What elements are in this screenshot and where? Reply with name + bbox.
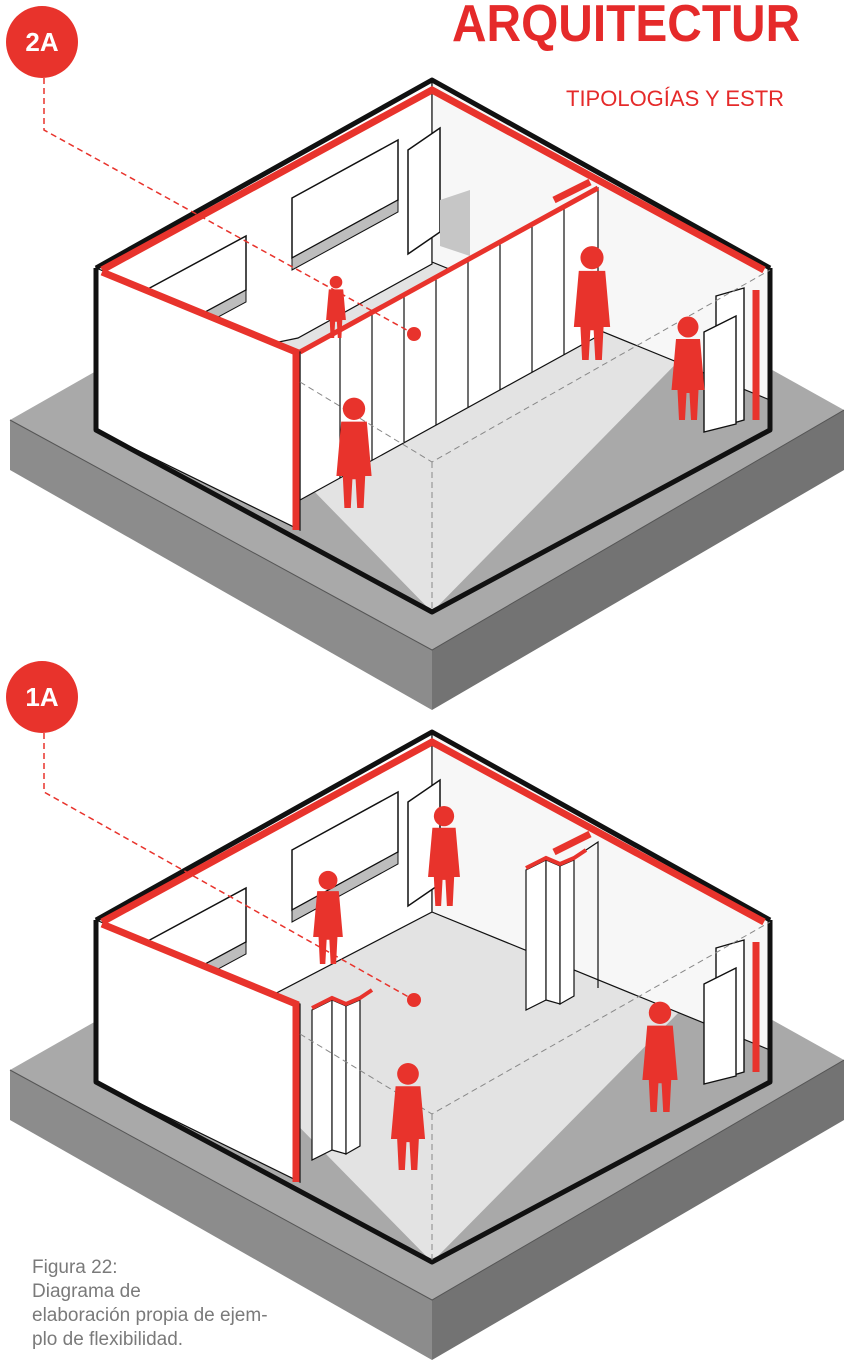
scene-badge-1a: 1A <box>6 661 78 733</box>
marker-dot-1a <box>407 993 421 1007</box>
caption-label: Figura 22: <box>32 1256 302 1280</box>
scene-badge-2a: 2A <box>6 6 78 78</box>
scene-2a <box>10 78 844 710</box>
door-2a <box>408 128 440 254</box>
page-title: ARQUITECTUR <box>452 0 800 50</box>
caption-line-3: plo de flexibilidad. <box>32 1328 302 1352</box>
marker-dot-2a <box>407 327 421 341</box>
page-subtitle: TIPOLOGÍAS Y ESTR <box>566 88 784 110</box>
caption-line-1: Diagrama de <box>32 1280 302 1304</box>
figure-caption: Figura 22: Diagrama de elaboración propi… <box>32 1256 302 1352</box>
caption-line-2: elaboración propia de ejem- <box>32 1304 302 1328</box>
